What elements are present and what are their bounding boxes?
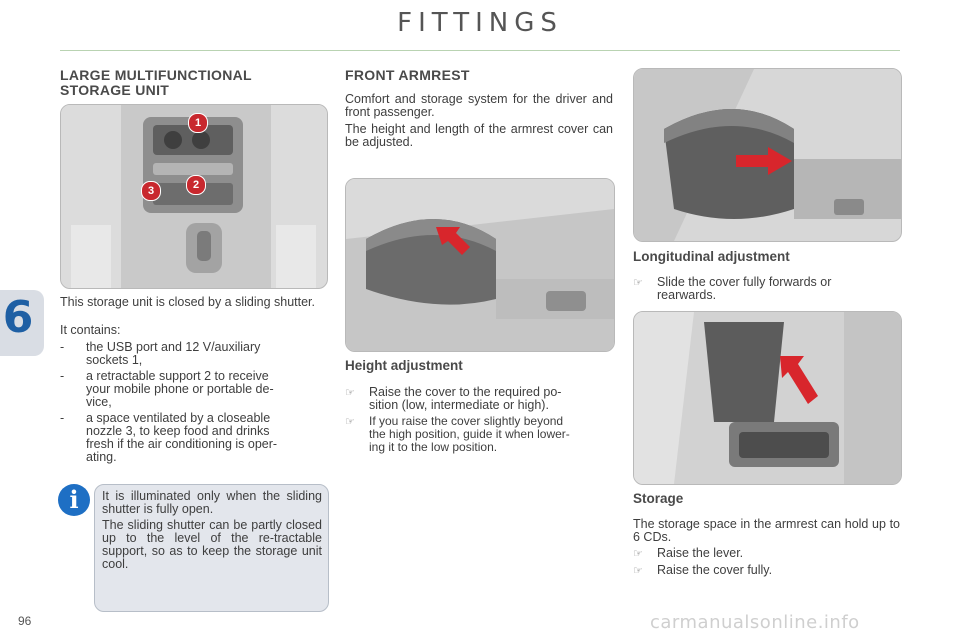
- heading-line: LARGE MULTIFUNCTIONAL: [60, 67, 252, 83]
- chapter-number: 6: [2, 292, 34, 343]
- info-box: [94, 484, 329, 612]
- bullet-line: Slide the cover fully forwards or: [657, 275, 832, 289]
- title-rule: [60, 50, 900, 51]
- dash: -: [60, 411, 65, 425]
- list-line: ating.: [86, 450, 117, 464]
- pointing-hand-icon: ☞: [633, 277, 643, 289]
- chapter-tab: [0, 290, 44, 356]
- bullet-line: rearwards.: [657, 288, 717, 302]
- armrest-storage-illustration: [634, 312, 901, 484]
- pointing-hand-icon: ☞: [633, 548, 643, 560]
- storage-unit-heading: LARGE MULTIFUNCTIONAL STORAGE UNIT: [60, 68, 330, 98]
- armrest-storage-photo: [633, 311, 902, 485]
- list-line: a space ventilated by a closeable: [86, 411, 271, 425]
- armrest-intro: Comfort and storage system for the drive…: [345, 92, 613, 119]
- page-number: 96: [18, 614, 32, 628]
- bullet-line: the high position, guide it when lower-: [369, 427, 570, 441]
- pointing-hand-icon: ☞: [633, 565, 643, 577]
- list-line: sockets 1,: [86, 353, 143, 367]
- list-line: vice,: [86, 395, 112, 409]
- red-arrow-icon: [736, 147, 792, 175]
- list-line: fresh if the air conditioning is oper-: [86, 437, 278, 451]
- storage-description: The storage space in the armrest can hol…: [633, 517, 900, 544]
- callout-1: 1: [188, 113, 208, 133]
- armrest-illustration: [346, 179, 614, 351]
- longitudinal-adjustment-heading: Longitudinal adjustment: [633, 249, 790, 264]
- red-arrow-icon: [436, 227, 470, 255]
- console-illustration: [61, 105, 327, 288]
- bullet-line: ing it to the low position.: [369, 440, 498, 454]
- pointing-hand-icon: ☞: [345, 387, 355, 399]
- info-icon: i: [58, 484, 90, 516]
- callout-2: 2: [186, 175, 206, 195]
- list-line: a retractable support 2 to receive: [86, 369, 269, 383]
- dash: -: [60, 340, 65, 354]
- front-armrest-heading: FRONT ARMREST: [345, 67, 470, 83]
- page-title: FITTINGS: [397, 8, 563, 38]
- storage-heading: Storage: [633, 491, 684, 506]
- storage-intro: This storage unit is closed by a sliding…: [60, 295, 315, 309]
- watermark: carmanualsonline.info: [650, 612, 860, 633]
- list-line: the USB port and 12 V/auxiliary: [86, 340, 261, 354]
- list-line: nozzle 3, to keep food and drinks: [86, 424, 270, 438]
- bullet-line: Raise the cover fully.: [657, 563, 773, 577]
- bullet-line: sition (low, intermediate or high).: [369, 398, 549, 412]
- storage-contains: It contains:: [60, 323, 121, 337]
- bullet-line: Raise the lever.: [657, 546, 744, 560]
- info-text: The sliding shutter can be partly closed…: [102, 518, 322, 571]
- armrest-slide-illustration: [634, 69, 901, 241]
- info-text: It is illuminated only when the sliding …: [102, 489, 322, 516]
- pointing-hand-icon: ☞: [345, 416, 355, 428]
- bullet-line: Raise the cover to the required po-: [369, 385, 562, 399]
- red-arrow-icon: [780, 356, 818, 404]
- armrest-adjust-note: The height and length of the armrest cov…: [345, 122, 613, 149]
- storage-unit-photo: 1 2 3: [60, 104, 328, 289]
- height-adjustment-heading: Height adjustment: [345, 358, 463, 373]
- callout-3: 3: [141, 181, 161, 201]
- list-line: your mobile phone or portable de-: [86, 382, 274, 396]
- armrest-slide-photo: [633, 68, 902, 242]
- armrest-height-photo: [345, 178, 615, 352]
- bullet-line: If you raise the cover slightly beyond: [369, 414, 564, 428]
- heading-line: STORAGE UNIT: [60, 82, 170, 98]
- dash: -: [60, 369, 65, 383]
